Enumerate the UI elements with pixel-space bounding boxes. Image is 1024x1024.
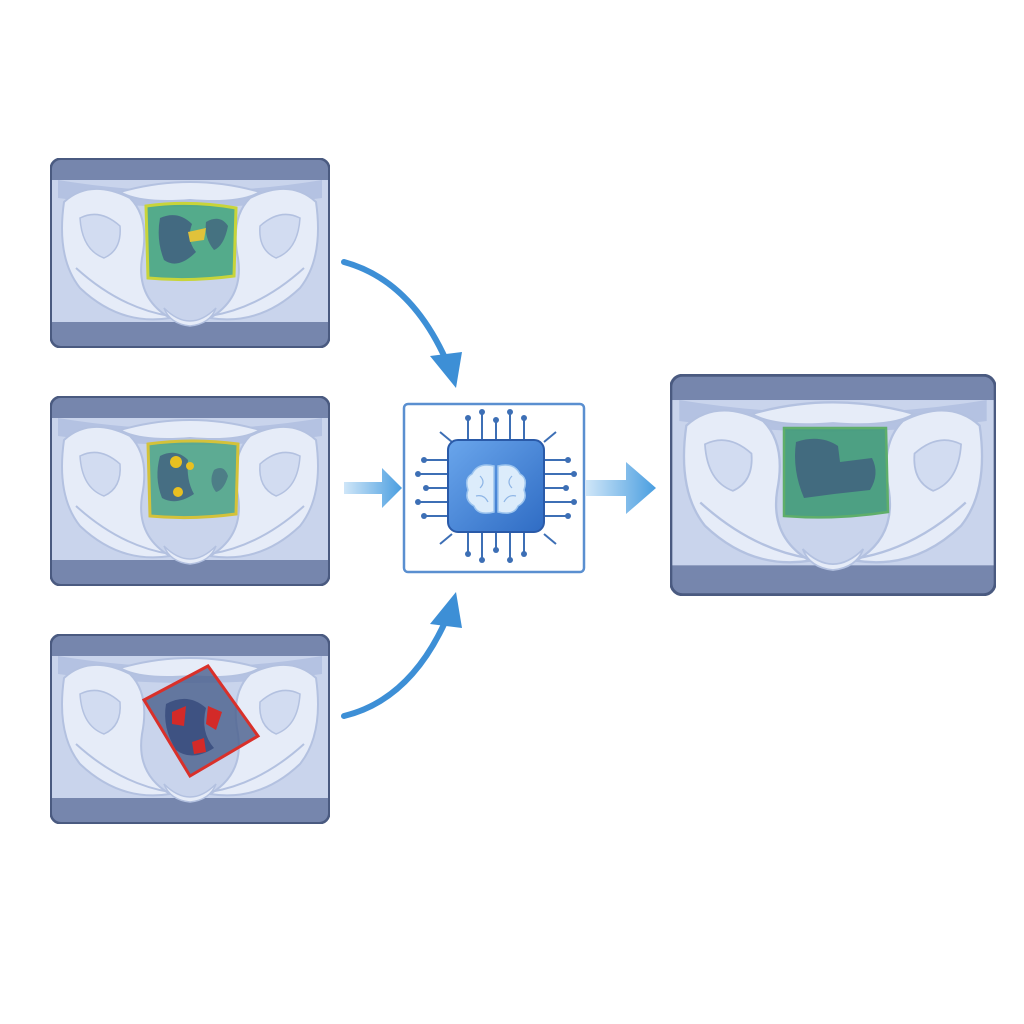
green-overlay-region bbox=[146, 439, 240, 520]
arrow-to-output bbox=[586, 462, 656, 514]
green-overlay-region bbox=[782, 426, 890, 519]
green-overlay-region bbox=[144, 201, 238, 282]
red-overlay-region bbox=[141, 664, 261, 779]
input-scan-2 bbox=[50, 396, 330, 586]
input-scan-1 bbox=[50, 158, 330, 348]
input-scan-3 bbox=[50, 634, 330, 824]
ai-processor bbox=[402, 402, 586, 574]
output-scan bbox=[670, 374, 996, 596]
arrow-from-scan-1 bbox=[341, 259, 462, 388]
circuit-traces bbox=[420, 414, 572, 558]
arrow-from-scan-2 bbox=[344, 468, 402, 508]
ai-chip-icon bbox=[447, 439, 545, 533]
arrow-from-scan-3 bbox=[341, 592, 462, 719]
